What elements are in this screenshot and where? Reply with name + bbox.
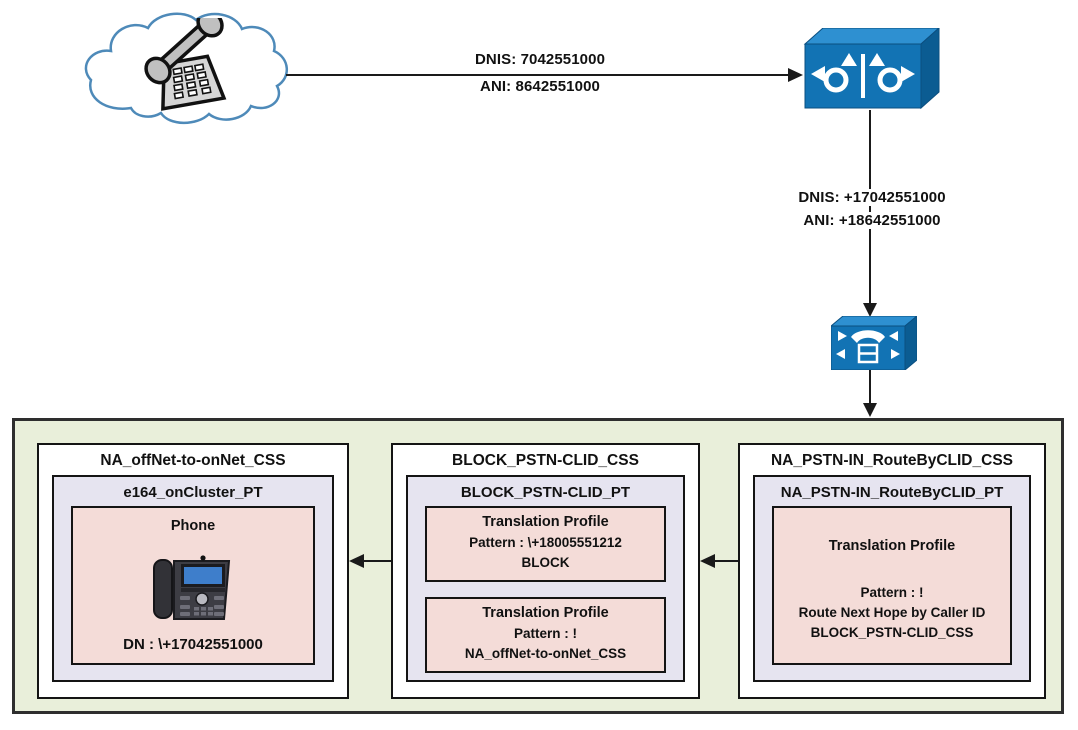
partition-block-pt-title: BLOCK_PSTN-CLID_PT [460,484,631,501]
box-offnet-css-title: NA_offNet-to-onNet_CSS [100,452,286,469]
partition-e164-title: e164_onCluster_PT [123,484,263,501]
partition-pstn-in-routebyclid: NA_PSTN-IN_RouteByCLID_PT Translation Pr… [753,475,1031,682]
router-icon [803,28,940,110]
partition-block-pstn-clid: BLOCK_PSTN-CLID_PT Translation Profile P… [406,475,685,682]
translation-action: BLOCK [521,555,570,570]
arrow-middle-to-left-line [363,560,391,562]
translation-profile-passthrough: Translation Profile Pattern : ! NA_offNe… [425,597,666,673]
partition-routebyclid-pt-title: NA_PSTN-IN_RouteByCLID_PT [780,484,1004,501]
translation-pattern: Pattern : \+18005551212 [469,535,622,550]
phone-profile: Phone [71,506,315,665]
box-pstn-in-routebyclid-css: NA_PSTN-IN_RouteByCLID_CSS NA_PSTN-IN_Ro… [738,443,1046,699]
translation-profile-routebyclid: Translation Profile Pattern : ! Route Ne… [772,506,1012,665]
phone-dn-label: DN : \+17042551000 [123,636,263,653]
translation-profile-block: Translation Profile Pattern : \+18005551… [425,506,666,582]
arrow-router-to-gateway-head [863,303,877,317]
translation-route-line: Route Next Hope by Caller ID [798,605,986,620]
css-container: NA_offNet-to-onNet_CSS e164_onCluster_PT… [12,418,1064,714]
box-block-pstn-clid-css: BLOCK_PSTN-CLID_CSS BLOCK_PSTN-CLID_PT T… [391,443,700,699]
voice-gateway-icon [831,316,917,370]
translation-pattern: Pattern : ! [513,626,577,641]
translation-profile-title: Translation Profile [828,538,956,554]
arrow-cloud-to-router-head [788,68,803,82]
translation-action: NA_offNet-to-onNet_CSS [464,646,627,661]
arrow-cloud-to-router-line [286,74,788,76]
box-block-css-title: BLOCK_PSTN-CLID_CSS [452,452,639,469]
hop2-dnis-label: DNIS: +17042551000 [772,189,972,206]
arrow-router-to-gateway-line [869,110,871,304]
arrow-right-to-middle-head [700,554,715,568]
phone-profile-title: Phone [170,518,216,534]
translation-profile-title: Translation Profile [482,514,609,530]
hop1-ani-label: ANI: 8642551000 [480,78,600,95]
arrow-gateway-to-container-line [869,370,871,404]
translation-pattern: Pattern : ! [860,585,924,600]
analog-phone-icon [144,18,227,111]
translation-next-css: BLOCK_PSTN-CLID_CSS [810,625,974,640]
arrow-gateway-to-container-head [863,403,877,417]
hop2-ani-label: ANI: +18642551000 [772,212,972,229]
translation-profile-title: Translation Profile [482,605,609,621]
arrow-middle-to-left-head [349,554,364,568]
box-routebyclid-css-title: NA_PSTN-IN_RouteByCLID_CSS [770,452,1013,469]
partition-e164-oncluster: e164_onCluster_PT Phone [52,475,334,682]
box-offnet-to-onnet-css: NA_offNet-to-onNet_CSS e164_onCluster_PT… [37,443,349,699]
hop1-dnis-label: DNIS: 7042551000 [474,51,606,68]
ip-phone-icon [153,554,231,620]
arrow-right-to-middle-line [714,560,738,562]
